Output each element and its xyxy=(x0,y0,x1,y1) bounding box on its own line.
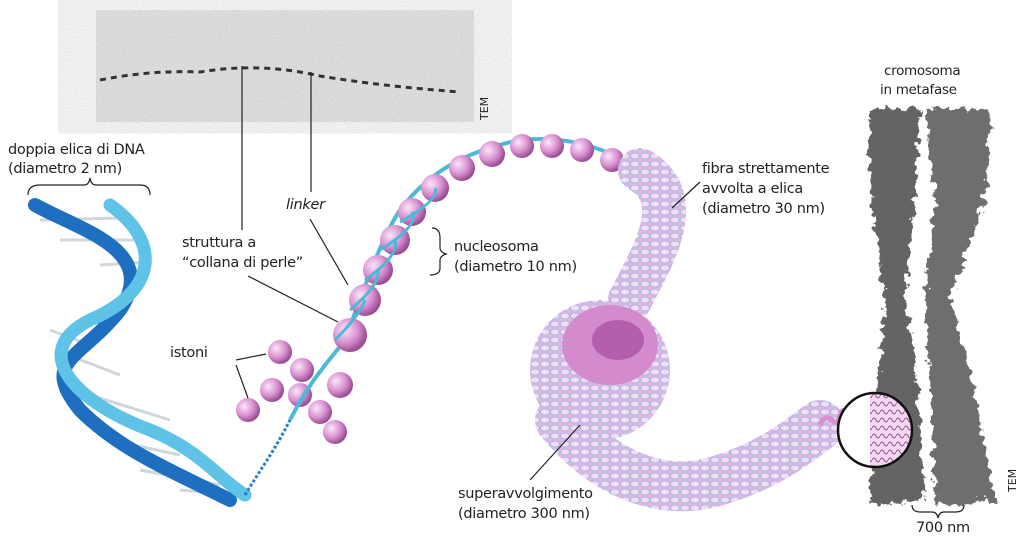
nucleosome-label: nucleosoma xyxy=(454,239,539,255)
nucleosome-diameter-label: (diametro 10 nm) xyxy=(454,259,577,275)
fiber-label-1: fibra strettamente xyxy=(702,161,830,177)
histones-label: istoni xyxy=(170,345,208,361)
dna-label: doppia elica di DNA xyxy=(8,142,145,158)
tem-label-right: TEM xyxy=(1006,468,1019,492)
dna-double-helix xyxy=(28,198,292,507)
beads-label: struttura a xyxy=(182,235,256,251)
histones xyxy=(236,340,353,444)
tem-label-top: TEM xyxy=(478,96,491,120)
supercoil-label: superavvolgimento xyxy=(458,486,593,502)
supercoil-diameter-label: (diametro 300 nm) xyxy=(458,506,590,522)
tem-micrograph xyxy=(96,10,474,122)
beads-subtitle-label: “collana di perle” xyxy=(182,255,303,271)
chromosome-label-1: cromosoma xyxy=(884,63,961,79)
leader-lines xyxy=(27,66,965,519)
linker-label: linker xyxy=(286,197,325,213)
chromosome-width-label: 700 nm xyxy=(916,520,970,536)
fiber-label-2: avvolta a elica xyxy=(702,181,803,197)
dna-diameter-label: (diametro 2 nm) xyxy=(8,161,122,177)
nucleosome-string xyxy=(288,134,642,421)
chromosome-label-2: in metafase xyxy=(880,82,957,98)
chromatin-fiber xyxy=(530,148,849,512)
fiber-diameter-label: (diametro 30 nm) xyxy=(702,201,825,217)
